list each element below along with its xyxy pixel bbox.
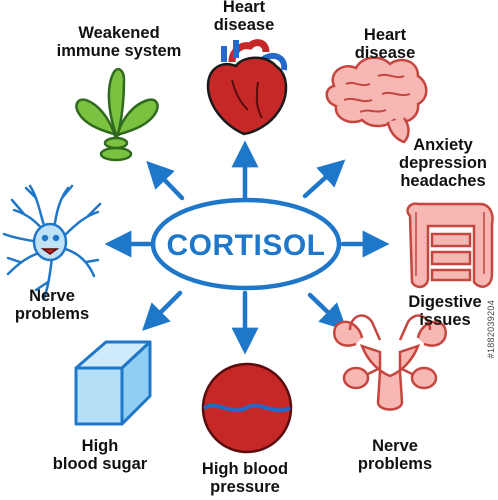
arrow-down-right bbox=[307, 292, 348, 331]
arrow-up-right bbox=[302, 159, 346, 199]
blood-drop-icon bbox=[201, 362, 293, 454]
intestines-icon bbox=[406, 202, 494, 289]
reproductive-organs-icon bbox=[333, 314, 447, 411]
arrow-down-left bbox=[142, 290, 183, 331]
plant-icon bbox=[75, 68, 159, 162]
center-ellipse bbox=[150, 197, 342, 291]
center-label: CORTISOL bbox=[167, 229, 326, 262]
brain-icon bbox=[325, 56, 428, 144]
heart-icon bbox=[206, 39, 288, 136]
arrow-up-left bbox=[146, 160, 185, 201]
watermark-id: #1882039204 bbox=[486, 300, 496, 359]
sugar-cube-icon bbox=[74, 340, 152, 426]
neuron-icon bbox=[2, 184, 102, 300]
